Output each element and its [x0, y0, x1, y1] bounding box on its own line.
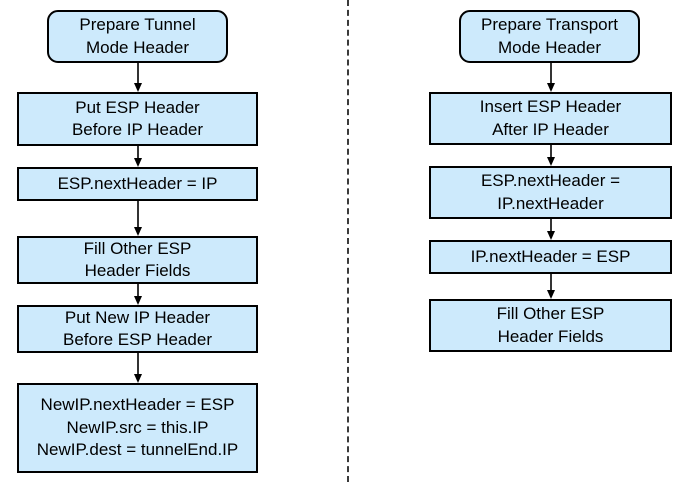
arrow-tunnel-step-2-to-step-3: [133, 201, 143, 236]
arrow-transport-step-3-to-step-4: [546, 274, 556, 299]
arrow-tunnel-step-3-to-step-4: [133, 284, 143, 305]
arrow-tunnel-step-1-to-step-2: [133, 146, 143, 167]
arrow-tunnel-start-to-step-1: [133, 63, 143, 92]
node-tunnel-step-2: ESP.nextHeader = IP: [17, 167, 258, 201]
vertical-dashed-divider: [347, 0, 349, 482]
node-tunnel-start: Prepare Tunnel Mode Header: [47, 10, 228, 63]
node-transport-start: Prepare Transport Mode Header: [459, 10, 640, 63]
node-tunnel-step-3: Fill Other ESP Header Fields: [17, 236, 258, 284]
node-tunnel-step-4: Put New IP Header Before ESP Header: [17, 305, 258, 353]
node-transport-step-3: IP.nextHeader = ESP: [429, 240, 672, 274]
node-transport-step-4: Fill Other ESP Header Fields: [429, 299, 672, 352]
arrow-transport-start-to-step-1: [546, 63, 556, 92]
arrow-tunnel-step-4-to-step-5: [133, 353, 143, 383]
node-transport-step-1: Insert ESP Header After IP Header: [429, 92, 672, 145]
arrow-transport-step-2-to-step-3: [546, 219, 556, 240]
node-transport-step-2: ESP.nextHeader = IP.nextHeader: [429, 166, 672, 219]
arrow-transport-step-1-to-step-2: [546, 145, 556, 166]
node-tunnel-step-1: Put ESP Header Before IP Header: [17, 92, 258, 146]
node-tunnel-step-5: NewIP.nextHeader = ESP NewIP.src = this.…: [17, 383, 258, 473]
